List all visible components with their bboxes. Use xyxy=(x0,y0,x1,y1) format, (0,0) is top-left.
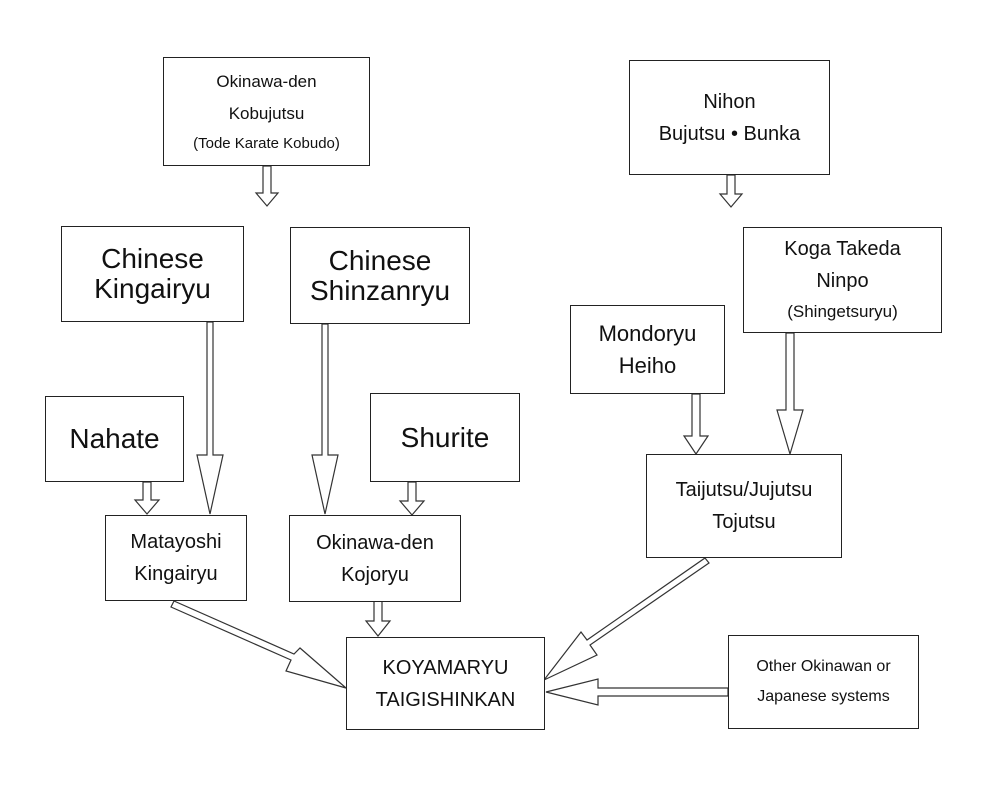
node-sublabel: (Shingetsuryu) xyxy=(787,302,898,321)
arrow-kobujutsu-down xyxy=(254,165,280,207)
node-taijutsu-jujutsu: Taijutsu/Jujutsu Tojutsu xyxy=(646,454,842,558)
node-label: Kingairyu xyxy=(94,273,211,304)
node-label: Bujutsu • Bunka xyxy=(658,122,801,145)
arrow-koga-to-taijutsu xyxy=(776,332,804,457)
node-koga-takeda: Koga Takeda Ninpo (Shingetsuryu) xyxy=(743,227,942,333)
node-label: Okinawa-den xyxy=(216,71,317,91)
node-label: Ninpo xyxy=(816,270,869,292)
node-other-systems: Other Okinawan or Japanese systems xyxy=(728,635,919,729)
node-nihon-bujutsu: Nihon Bujutsu • Bunka xyxy=(629,60,830,175)
node-label: Kingairyu xyxy=(134,563,218,585)
node-label: Taijutsu/Jujutsu xyxy=(675,479,813,501)
node-label: Other Okinawan or xyxy=(756,658,891,675)
node-label: Nihon xyxy=(703,90,756,113)
arrow-shinzanryu-to-kojoryu xyxy=(311,323,339,515)
arrow-nahate-to-matayoshi xyxy=(133,481,161,515)
arrow-nihon-down xyxy=(718,174,744,208)
node-okinawa-kobujutsu: Okinawa-den Kobujutsu (Tode Karate Kobud… xyxy=(163,57,370,166)
node-matayoshi-kingairyu: Matayoshi Kingairyu xyxy=(105,515,247,601)
node-label: Heiho xyxy=(618,352,677,378)
node-koyamaryu-taigishinkan: KOYAMARYU TAIGISHINKAN xyxy=(346,637,545,730)
node-label: Matayoshi xyxy=(130,531,222,553)
arrow-kingairyu-to-matayoshi xyxy=(196,321,224,515)
node-label: Kobujutsu xyxy=(228,103,305,123)
arrow-other-to-koyamaryu xyxy=(545,678,729,706)
node-nahate: Nahate xyxy=(45,396,184,482)
node-label: Okinawa-den xyxy=(316,531,434,554)
node-sublabel: (Tode Karate Kobudo) xyxy=(193,134,340,152)
node-label: Koga Takeda xyxy=(784,238,901,260)
node-label: Kojoryu xyxy=(341,563,409,586)
node-label: Nahate xyxy=(69,423,160,454)
node-mondoryu-heiho: Mondoryu Heiho xyxy=(570,305,725,394)
node-label: Shurite xyxy=(400,421,490,453)
node-chinese-kingairyu: Chinese Kingairyu xyxy=(61,226,244,322)
node-chinese-shinzanryu: Chinese Shinzanryu xyxy=(290,227,470,324)
node-label: Shinzanryu xyxy=(309,274,451,306)
node-label: Mondoryu xyxy=(598,320,697,346)
arrow-kojoryu-to-koyamaryu xyxy=(364,600,392,637)
node-label: Chinese xyxy=(101,243,204,274)
node-label: TAIGISHINKAN xyxy=(375,688,516,711)
node-label: Japanese systems xyxy=(757,688,890,705)
arrow-matayoshi-to-koyamaryu xyxy=(170,600,347,689)
node-okinawa-kojoryu: Okinawa-den Kojoryu xyxy=(289,515,461,602)
node-label: Chinese xyxy=(328,244,432,276)
arrow-shurite-to-kojoryu xyxy=(398,481,426,516)
node-label: KOYAMARYU xyxy=(382,656,509,679)
node-shurite: Shurite xyxy=(370,393,520,482)
arrow-mondoryu-to-taijutsu xyxy=(682,393,710,456)
node-label: Tojutsu xyxy=(712,511,776,533)
arrow-taijutsu-to-koyamaryu xyxy=(543,557,710,681)
